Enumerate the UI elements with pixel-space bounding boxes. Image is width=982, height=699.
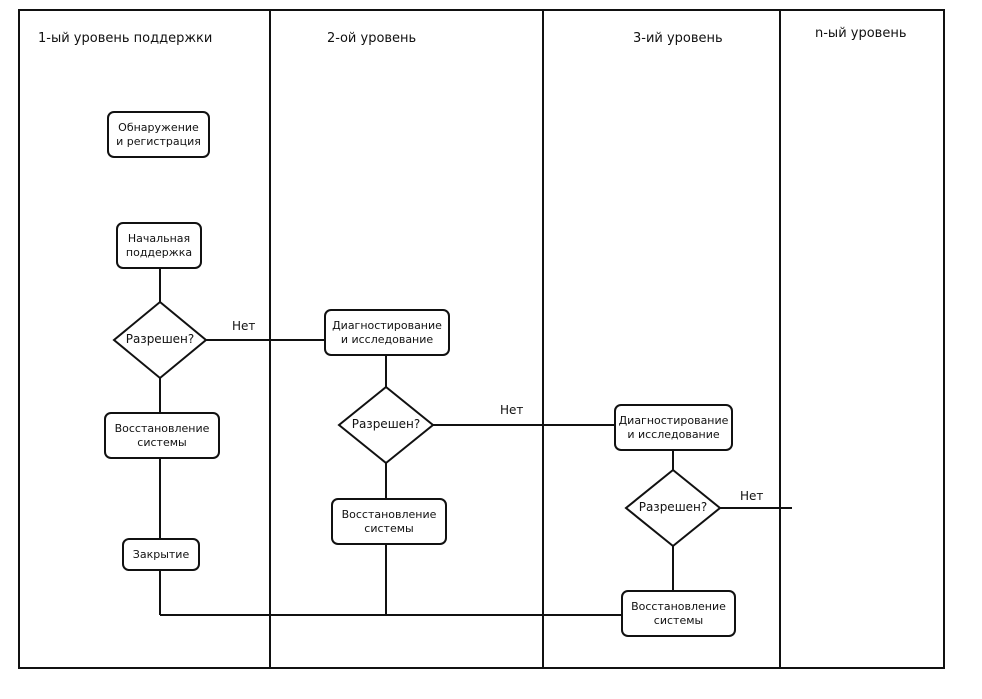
node-restore-1: Восстановление системы <box>104 412 220 459</box>
decision-diamond-1 <box>112 300 208 380</box>
node-restore-3-label: Восстановление системы <box>631 599 726 627</box>
node-initial-support-label: Начальная поддержка <box>125 231 193 259</box>
decision-diamond-3 <box>624 468 722 548</box>
edge-label-no-1: Нет <box>232 319 256 333</box>
edge-label-no-2: Нет <box>500 403 524 417</box>
lane-title-level-n: n-ый уровень <box>815 26 907 41</box>
node-diag-2: Диагностирование и исследование <box>324 309 450 356</box>
decision-diamond-2 <box>337 385 435 465</box>
node-restore-2-label: Восстановление системы <box>341 507 437 535</box>
decision-3-label: Разрешен? <box>638 500 708 514</box>
lane-title-level-1: 1-ый уровень поддержки <box>38 31 213 46</box>
node-detect-register: Обнаружение и регистрация <box>107 111 210 158</box>
lane-title-level-3: 3-ий уровень <box>633 31 723 46</box>
node-diag-2-label: Диагностирование и исследование <box>332 318 442 346</box>
node-diag-3-label: Диагностирование и исследование <box>618 413 729 441</box>
diagram-border <box>18 9 945 669</box>
decision-1-label: Разрешен? <box>125 332 195 346</box>
decision-2-label: Разрешен? <box>351 417 421 431</box>
node-detect-register-label: Обнаружение и регистрация <box>116 120 201 148</box>
node-restore-2: Восстановление системы <box>331 498 447 545</box>
node-initial-support: Начальная поддержка <box>116 222 202 269</box>
node-close-label: Закрытие <box>132 547 190 561</box>
node-diag-3: Диагностирование и исследование <box>614 404 733 451</box>
node-close: Закрытие <box>122 538 200 571</box>
lane-title-level-2: 2-ой уровень <box>327 31 417 46</box>
node-restore-1-label: Восстановление системы <box>114 421 210 449</box>
node-restore-3: Восстановление системы <box>621 590 736 637</box>
edge-label-no-3: Нет <box>740 489 764 503</box>
